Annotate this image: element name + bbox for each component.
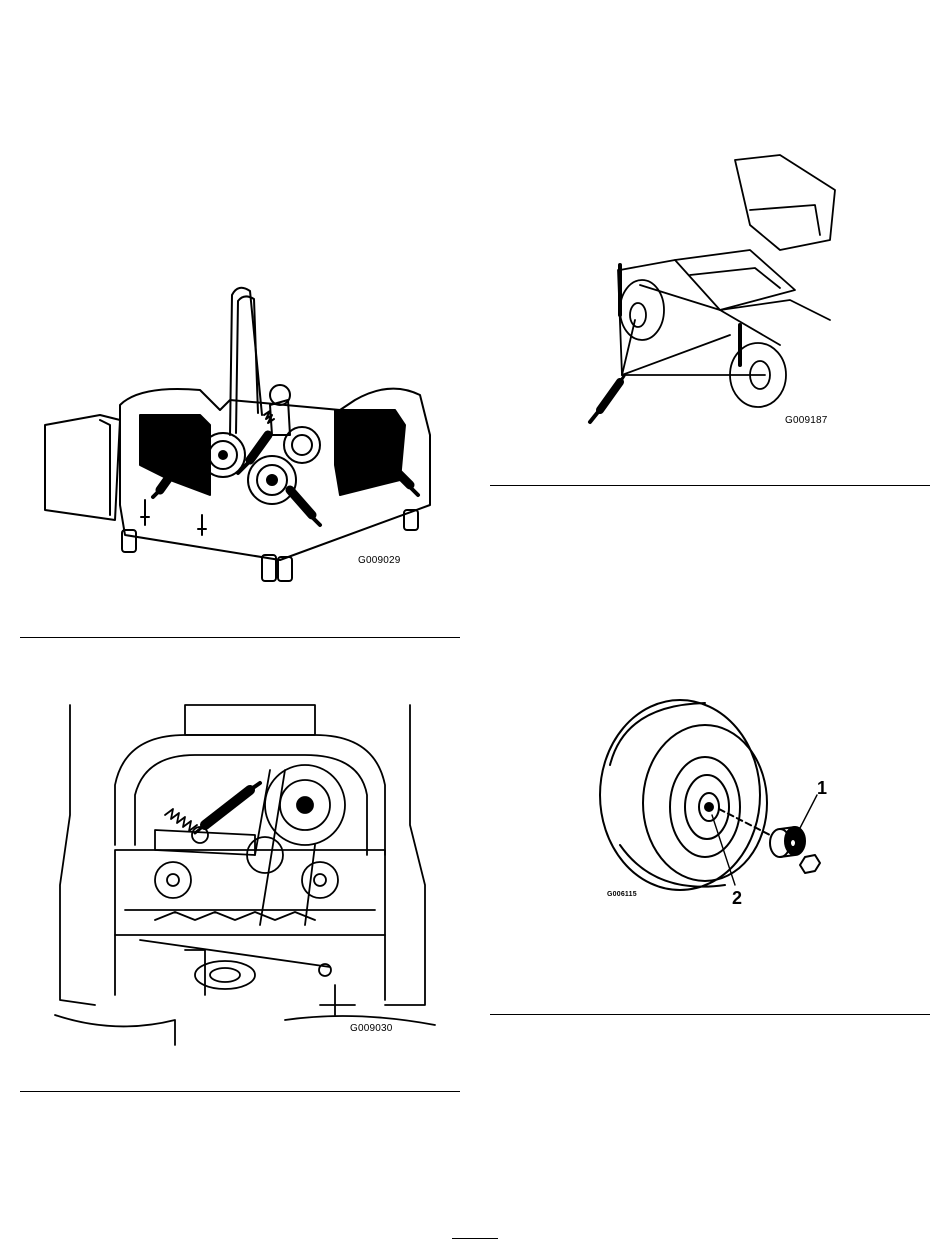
page-number-mark [452,1238,498,1239]
deck-belt-illustration [40,285,460,585]
section-divider [20,637,460,638]
pump-idler-illustration [55,705,435,1045]
figure-code-label: G009187 [785,415,828,426]
figure-pump-idler-grease: G009030 [55,705,435,1045]
front-caster-illustration [580,150,840,440]
figure-caster-wheel-hub: 1 2 G006115 [595,695,845,915]
figure-deck-belt-grease: G009029 [40,285,460,585]
figure-code-label: G006115 [607,891,637,898]
figure-code-label: G009029 [358,555,401,566]
figure-front-caster-grease: G009187 [580,150,840,440]
figure-code-label: G009030 [350,1023,393,1034]
section-divider [490,1014,930,1015]
callout-number: 1 [817,778,827,799]
caster-wheel-illustration [595,695,845,915]
section-divider [490,485,930,486]
section-divider [20,1091,460,1092]
callout-number: 2 [732,888,742,909]
